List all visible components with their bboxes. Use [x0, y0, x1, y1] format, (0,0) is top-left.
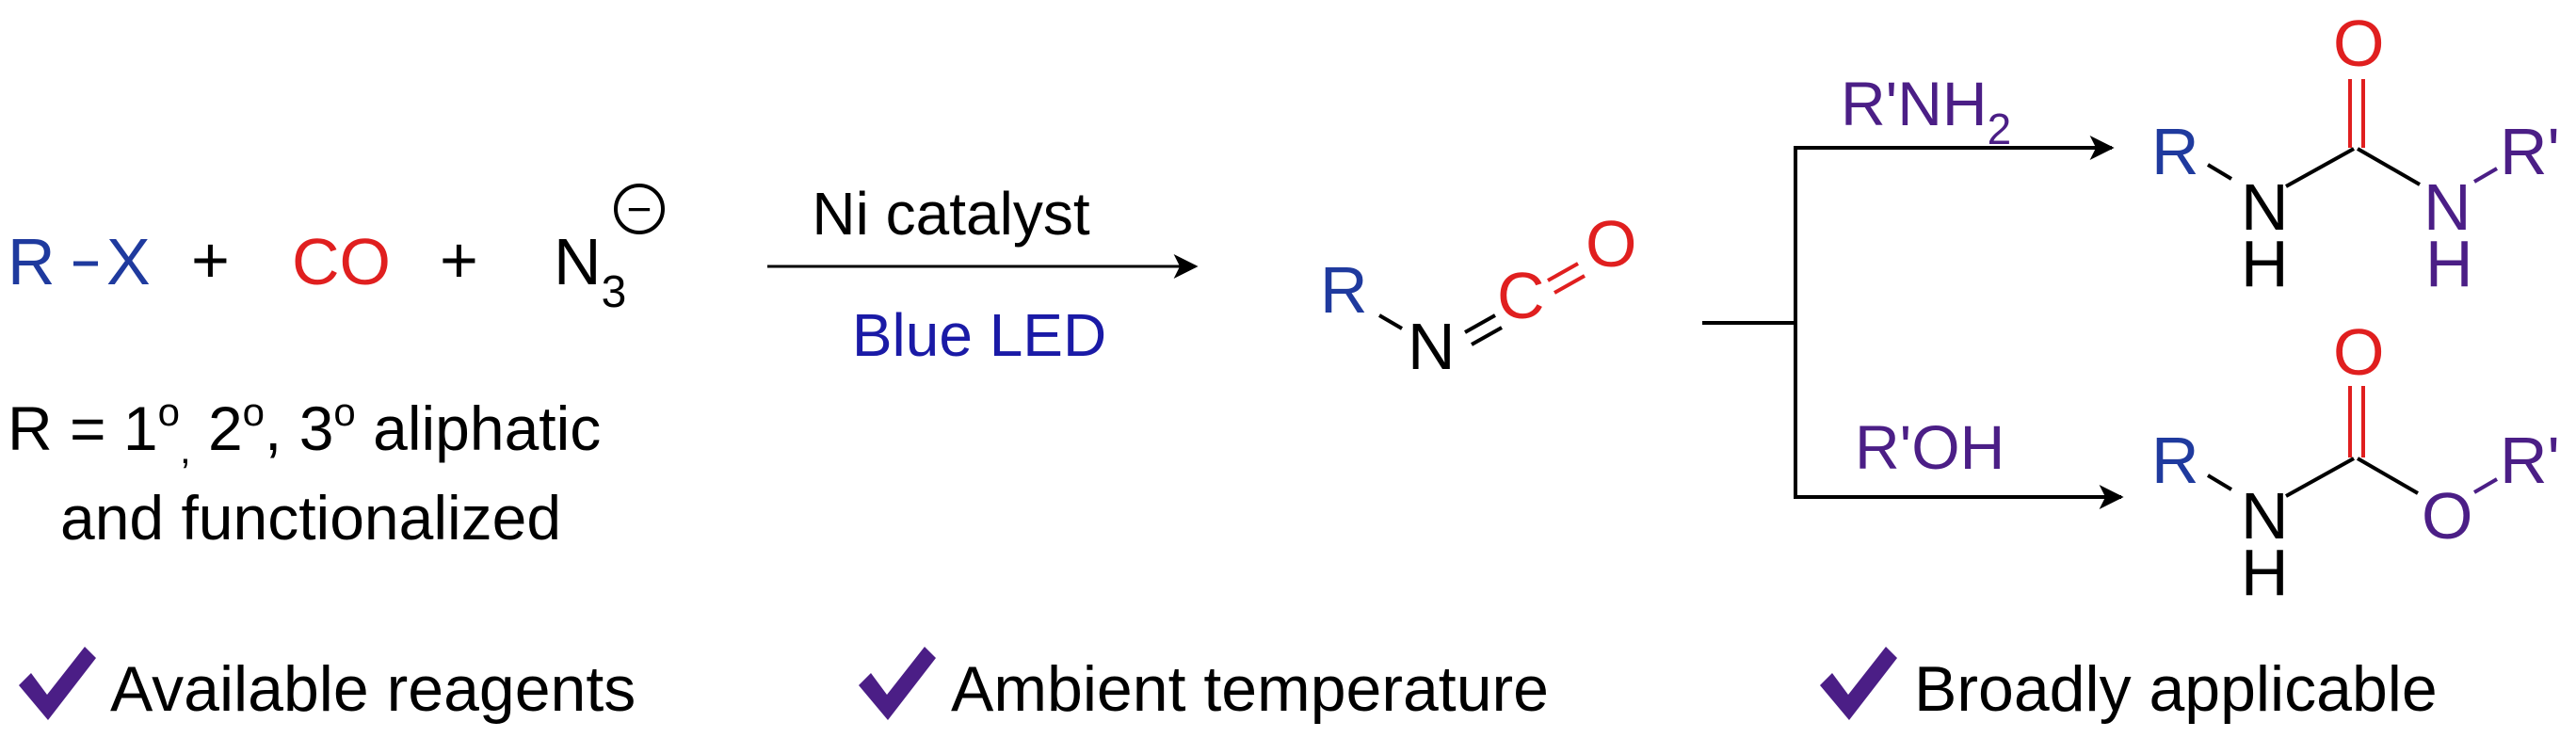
plus-sign-2: + — [440, 223, 478, 297]
urea-n1-c-bond — [2285, 147, 2355, 188]
feature-ambient-temperature: Ambient temperature — [951, 653, 1549, 725]
urea-r: R — [2151, 115, 2199, 188]
carbamate-o-r-bond — [2472, 477, 2499, 494]
azide-n: N — [554, 225, 602, 298]
catalyst-label: Ni catalyst — [812, 180, 1089, 248]
amine-reagent-label: R'NH2 — [1841, 69, 2011, 153]
isocyanate-c: C — [1497, 259, 1545, 332]
light-source-label: Blue LED — [852, 301, 1106, 369]
urea-h2: H — [2425, 227, 2473, 300]
checkmark-icon — [19, 647, 96, 720]
halide-x-label: X — [106, 225, 151, 298]
urea-r-prime: R' — [2500, 115, 2560, 188]
feature-broadly-applicable: Broadly applicable — [1914, 653, 2438, 725]
urea-n1: N — [2241, 170, 2289, 244]
urea-h1: H — [2241, 227, 2289, 300]
azide-label: N3 — [554, 225, 626, 317]
carbamate-c-o-bond — [2356, 457, 2420, 495]
carbamate-r: R — [2151, 424, 2199, 497]
c-o-double-bond-b — [1554, 274, 1586, 295]
urea-n2: N — [2423, 170, 2471, 244]
checkmark-icon — [1820, 647, 1897, 720]
carbamate-h: H — [2241, 536, 2289, 609]
urea-n2-r-bond — [2472, 167, 2499, 184]
reaction-conditions: Ni catalyst Blue LED — [767, 180, 1199, 369]
carbamate-n: N — [2241, 479, 2289, 553]
alkyl-r-label: R — [8, 225, 56, 298]
carbon-monoxide-label: CO — [292, 225, 391, 298]
r-n-bond — [1377, 313, 1404, 330]
carbamate-r-prime: R' — [2500, 424, 2560, 497]
isocyanate-o: O — [1586, 207, 1636, 281]
negative-charge-circle — [614, 184, 665, 234]
branch-arrows: R'NH2 R'OH — [1702, 69, 2124, 509]
carbamate-carbonyl-o: O — [2333, 315, 2384, 389]
negative-charge-sign: − — [627, 184, 652, 233]
c-o-double-bond-a — [1547, 262, 1579, 282]
feature-available-reagents: Available reagents — [110, 653, 636, 725]
n-c-double-bond-a — [1464, 313, 1496, 334]
substrate-scope: R = 1o, 2o, 3o aliphatic and functionali… — [8, 390, 601, 553]
reactants: R X + CO + N3 − — [8, 184, 665, 317]
urea-c-n2-bond — [2357, 147, 2421, 186]
feature-checklist: Available reagents Ambient temperature B… — [19, 647, 2438, 725]
azide-subscript: 3 — [602, 267, 627, 317]
checkmark-icon — [859, 647, 936, 720]
urea-product: R N H O N H R' — [2151, 7, 2560, 300]
carbamate-n-c-bond — [2285, 457, 2355, 498]
n-c-double-bond-b — [1471, 326, 1503, 346]
carbamate-product: R N H O O R' — [2151, 315, 2560, 609]
isocyanate-r: R — [1320, 253, 1368, 327]
isocyanate-n: N — [1408, 310, 1456, 383]
urea-o: O — [2333, 7, 2384, 80]
isocyanate-intermediate: R N C O — [1320, 207, 1636, 383]
scope-line-2: and functionalized — [60, 483, 561, 553]
carbamate-r-n-bond — [2206, 473, 2233, 491]
plus-sign-1: + — [191, 223, 230, 297]
scope-line-1: R = 1o, 2o, 3o aliphatic — [8, 390, 601, 472]
carbamate-ester-o: O — [2422, 479, 2472, 553]
urea-r-n-bond — [2206, 163, 2233, 181]
alcohol-reagent-label: R'OH — [1855, 412, 2004, 482]
